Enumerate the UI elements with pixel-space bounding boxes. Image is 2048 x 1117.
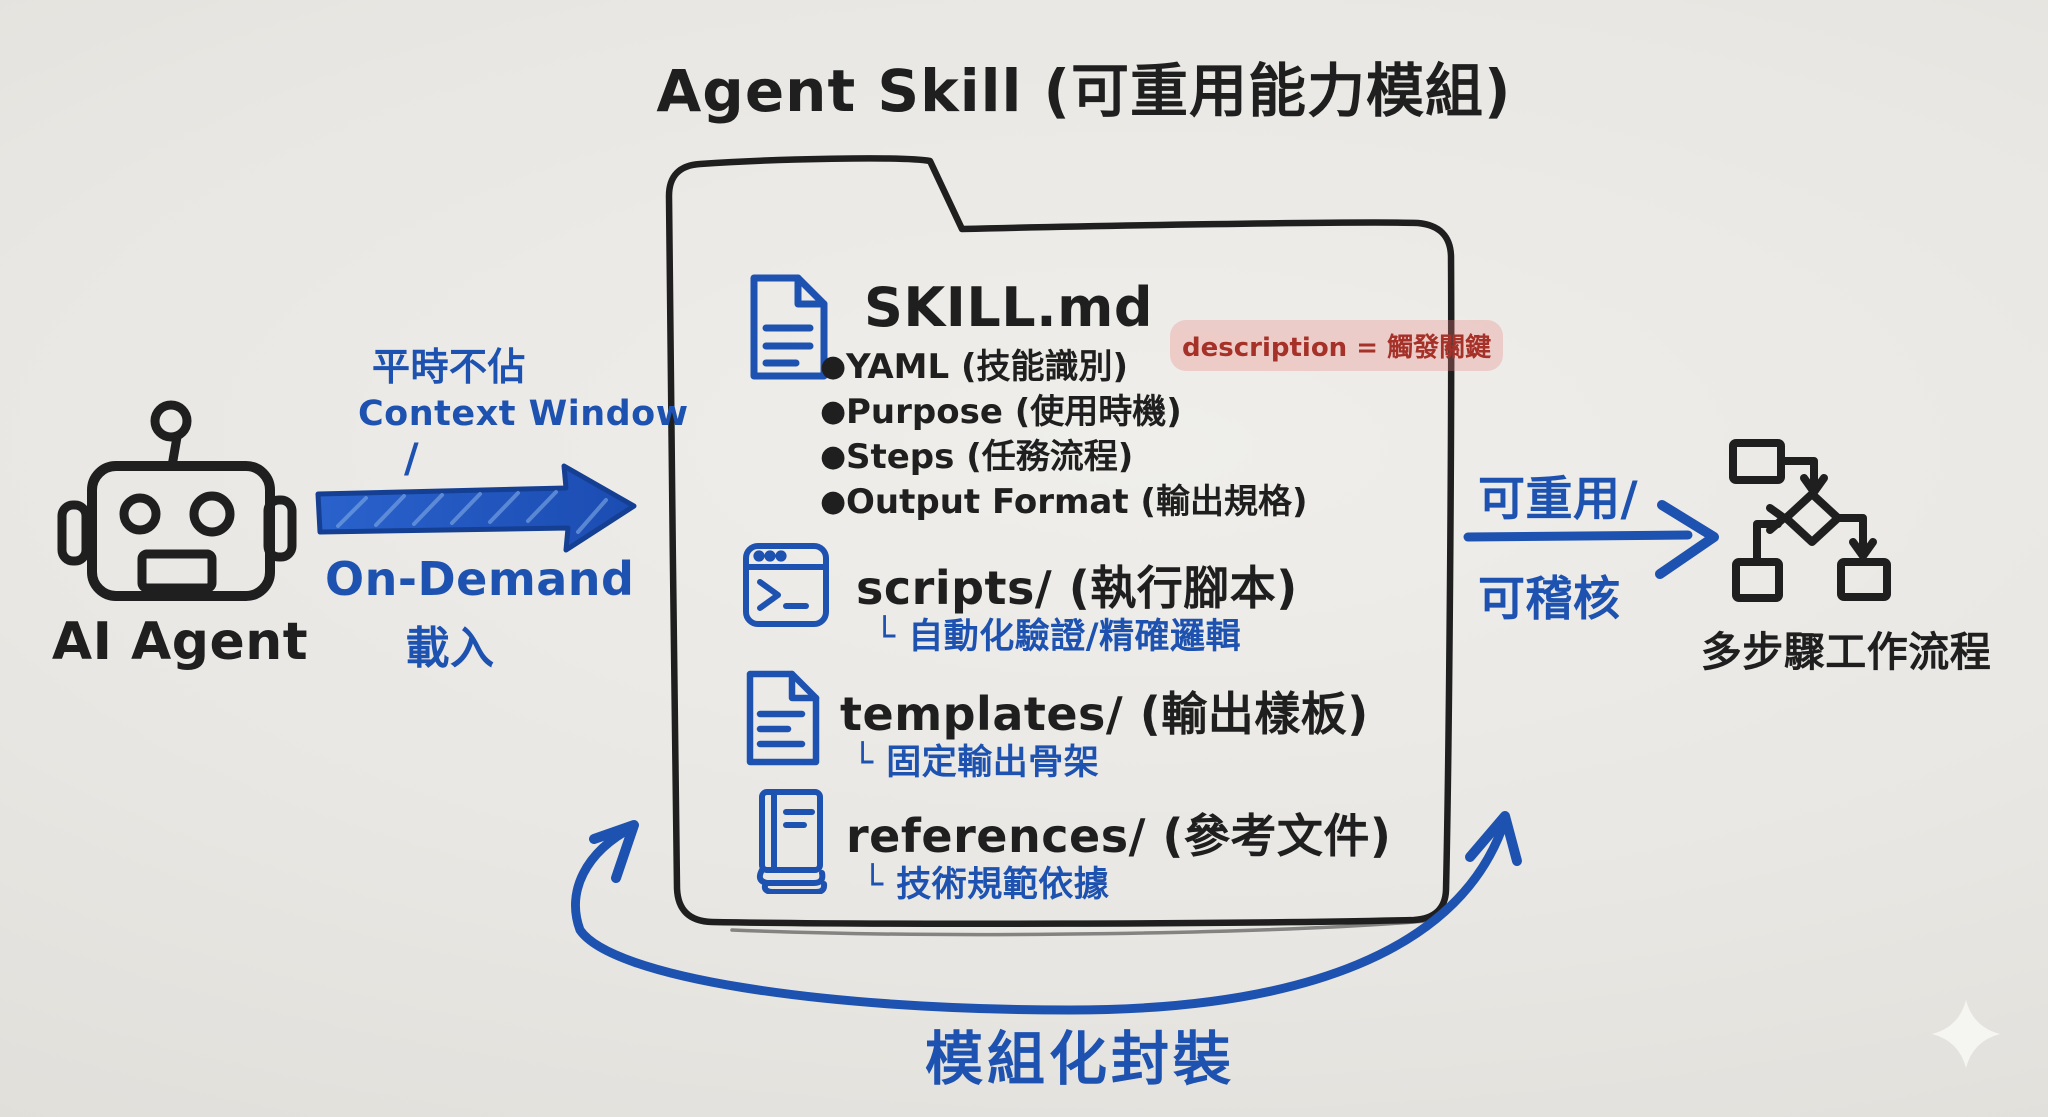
load-note-slash: / xyxy=(404,436,420,482)
templates-note: └ 固定輸出骨架 xyxy=(852,743,1100,783)
description-annotation: description = 觸發關鍵 xyxy=(1170,320,1504,371)
load-arrow-icon xyxy=(315,463,637,553)
reusable-label: 可重用/ xyxy=(1478,472,1639,527)
bullet-dot-icon: ● xyxy=(820,394,847,429)
book-icon xyxy=(756,789,828,894)
bullet-dot-icon: ● xyxy=(820,484,847,519)
robot-icon xyxy=(57,400,297,601)
bullet-dot-icon: ● xyxy=(820,439,847,474)
load-note-line2: Context Window xyxy=(358,394,689,434)
skill-document-icon xyxy=(750,274,828,380)
skill-bullet-purpose: ●Purpose (使用時機) xyxy=(820,392,1182,432)
load-note-line4: 載入 xyxy=(405,623,495,674)
skill-bullet-output-format: ●Output Format (輸出規格) xyxy=(820,482,1308,522)
load-note-line1: 平時不佔 xyxy=(372,345,527,389)
auditable-label: 可稽核 xyxy=(1478,572,1621,627)
scripts-note: └ 自動化驗證/精確邏輯 xyxy=(874,617,1242,657)
templates-name: templates/ (輸出樣板) xyxy=(840,687,1369,741)
skill-md-name: SKILL.md xyxy=(864,276,1154,339)
scripts-name: scripts/ (執行腳本) xyxy=(856,561,1298,615)
terminal-icon xyxy=(743,543,829,627)
modular-encapsulation-label: 模組化封裝 xyxy=(924,1025,1235,1093)
workflow-label: 多步驟工作流程 xyxy=(1700,628,1992,676)
workflow-icon xyxy=(1729,439,1891,602)
templates-document-icon xyxy=(746,670,820,766)
references-name: references/ (參考文件) xyxy=(846,809,1392,863)
page-title: Agent Skill (可重用能力模組) xyxy=(656,57,1512,125)
load-note-line3: On-Demand xyxy=(325,552,635,606)
sparkle-icon xyxy=(1932,1000,2000,1068)
bullet-dot-icon: ● xyxy=(820,349,847,384)
ai-agent-label: AI Agent xyxy=(51,612,309,672)
skill-bullet-yaml: ●YAML (技能識別) xyxy=(820,347,1129,387)
skill-bullet-steps: ●Steps (任務流程) xyxy=(820,437,1134,477)
references-note: └ 技術規範依據 xyxy=(862,865,1110,905)
